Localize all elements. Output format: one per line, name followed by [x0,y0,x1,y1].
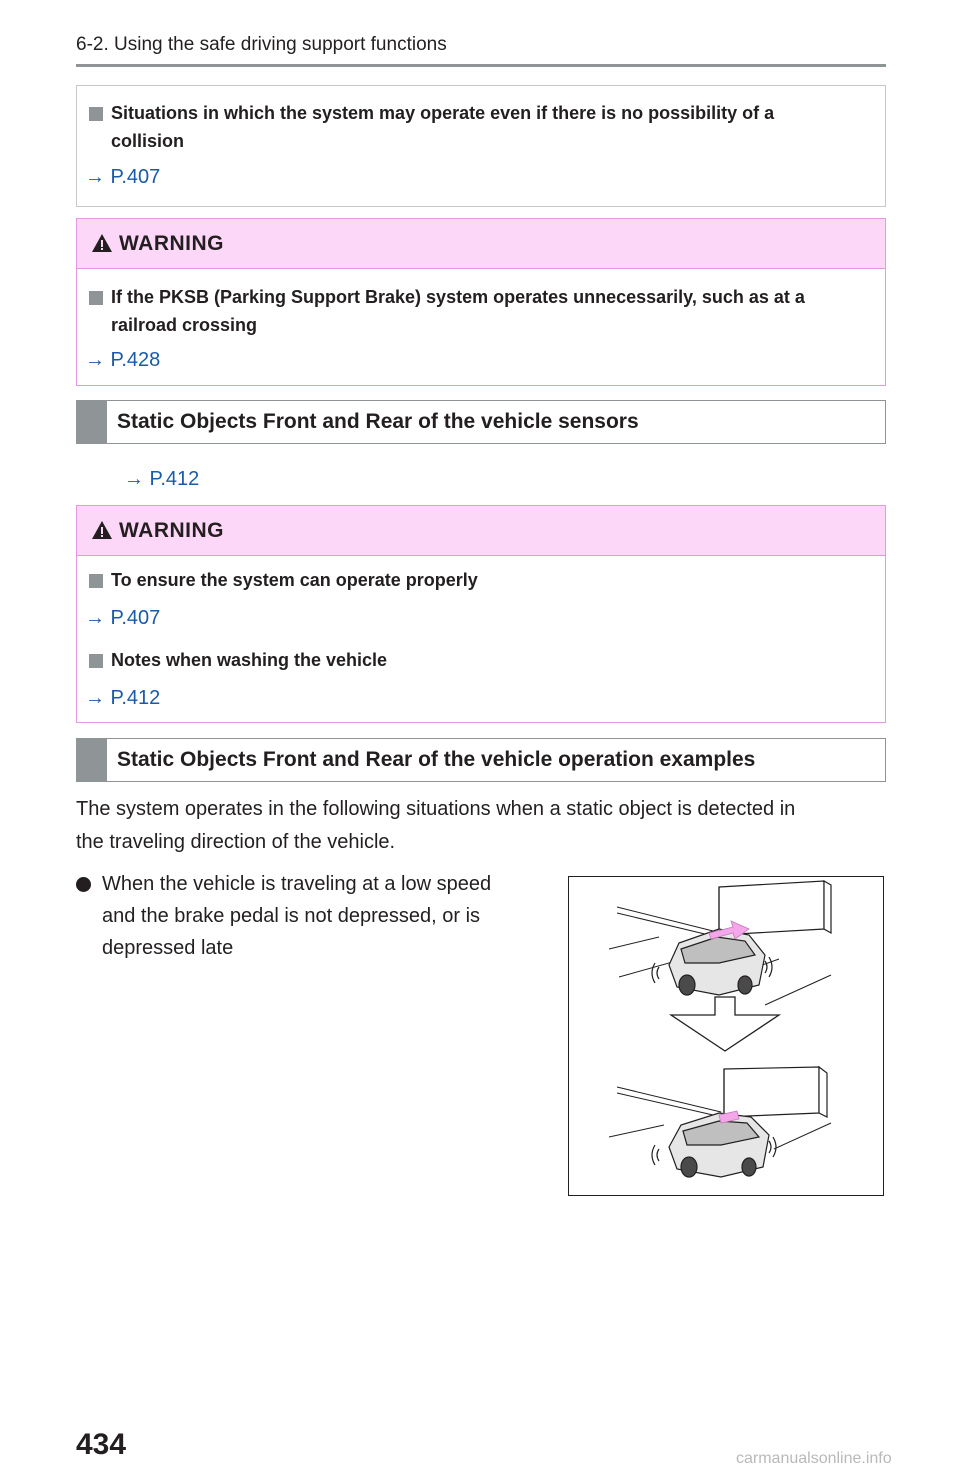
warning1-item-line1: If the PKSB (Parking Support Brake) syst… [111,287,805,307]
warning2-item1: To ensure the system can operate properl… [111,570,478,590]
intro-line2: the traveling direction of the vehicle. [76,831,396,853]
bullet-dot-icon [76,877,91,892]
warning-box-1: WARNING If the PKSB (Parking Support Bra… [76,218,886,386]
warning-header: WARNING [77,219,885,269]
static-wall-top [718,879,832,947]
bullet-square-icon [89,291,103,305]
section-heading-sensors: Static Objects Front and Rear of the veh… [76,400,886,444]
note-box: Situations in which the system may opera… [76,85,886,207]
warning2-item2-reference[interactable]: → P.412 [85,687,161,709]
brake-indicator-bottom [718,1110,740,1124]
warning2-item2: Notes when washing the vehicle [111,650,388,670]
note-title-line1: Situations in which the system may opera… [111,103,775,123]
car-icon-top [651,928,773,996]
bullet-line2: and the brake pedal is not depressed, or… [102,905,481,927]
warning-label: WARNING [119,519,224,542]
parking-support-brake-illustration [608,879,832,1178]
running-header: 6-2. Using the safe driving support func… [76,34,447,56]
bullet-line3: depressed late [102,937,234,959]
bullet-square-icon [89,574,103,588]
section1-page-reference[interactable]: → P.412 [124,468,200,490]
section-heading-label: Static Objects Front and Rear of the veh… [117,410,639,433]
illustration-frame [568,876,884,1196]
warning-triangle-icon [92,521,112,539]
static-wall-bottom [723,1065,828,1127]
section-heading-label: Static Objects Front and Rear of the veh… [117,748,756,771]
heading-bar [77,739,107,781]
bullet-line1: When the vehicle is traveling at a low s… [102,873,492,895]
motion-arrow-top [708,920,750,940]
section-heading-operation-examples: Static Objects Front and Rear of the veh… [76,738,886,782]
intro-line1: The system operates in the following sit… [76,798,796,820]
warning-header: WARNING [77,506,885,556]
watermark: carmanualsonline.info [736,1450,892,1467]
note-title-line2: collision [111,131,185,151]
bullet-square-icon [89,654,103,668]
warning1-page-reference[interactable]: → P.428 [85,349,161,371]
warning-box-2: WARNING To ensure the system can operate… [76,505,886,723]
section-header: 6-2. Using the safe driving support func… [76,34,447,55]
warning1-item-line2: railroad crossing [111,315,258,335]
bullet-square-icon [89,107,103,121]
down-arrow-icon [668,996,782,1052]
page-number: 434 [76,1428,127,1461]
warning-label: WARNING [119,232,224,255]
heading-bar [77,401,107,443]
warning-triangle-icon [92,234,112,252]
warning2-item1-reference[interactable]: → P.407 [85,607,161,629]
note-page-reference[interactable]: → P.407 [85,166,161,188]
car-icon-bottom [651,1112,777,1178]
header-rule [76,64,886,67]
